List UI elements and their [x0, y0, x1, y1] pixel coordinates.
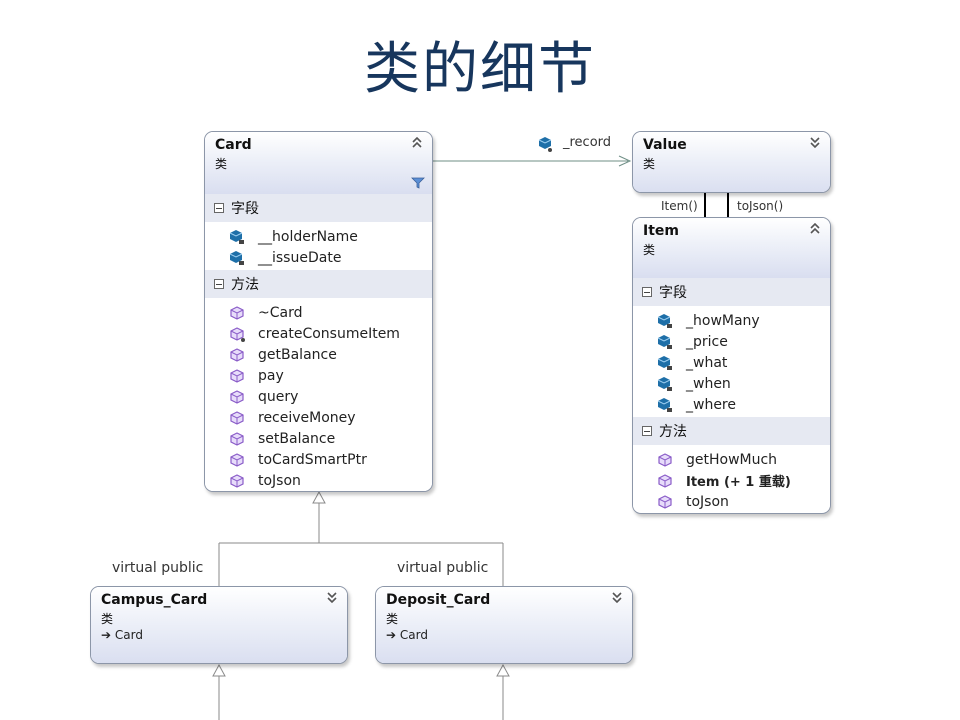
virtual-public-label-right: virtual public	[397, 560, 489, 576]
base-class: ➔ Card	[386, 628, 428, 642]
association-arrowhead	[618, 155, 632, 167]
method-icon	[658, 473, 672, 488]
collapse-chevron-icon[interactable]	[809, 222, 821, 236]
item-call-label: Item()	[661, 199, 698, 213]
section-label: 方法	[659, 424, 687, 440]
method-tocardsmartptr[interactable]: toCardSmartPtr	[205, 449, 432, 470]
field-lock-icon	[657, 313, 672, 328]
field-when[interactable]: _when	[633, 373, 830, 394]
method-icon	[230, 431, 244, 446]
item-class-body: 字段 _howMany _price _what _when _where 方法…	[633, 278, 830, 512]
method-icon	[230, 326, 245, 342]
card-class-box[interactable]: Card 类 字段 __holderName __issueDate 方法	[204, 131, 433, 492]
collapse-section-icon[interactable]	[642, 426, 652, 436]
method-getbalance[interactable]: getBalance	[205, 344, 432, 365]
method-item-constructor[interactable]: Item (+ 1 重载)	[633, 470, 830, 491]
method-tojson[interactable]: toJson	[633, 491, 830, 512]
method-icon	[230, 389, 244, 404]
filter-icon[interactable]	[411, 175, 425, 194]
class-kind: 类	[386, 612, 399, 626]
collapse-section-icon[interactable]	[214, 279, 224, 289]
record-field-icon	[538, 137, 552, 152]
class-kind: 类	[101, 612, 114, 626]
fields-section-header[interactable]: 字段	[633, 278, 830, 306]
method-gethowmuch[interactable]: getHowMuch	[633, 449, 830, 470]
section-label: 字段	[659, 285, 687, 301]
record-label: _record	[563, 135, 612, 150]
inheritance-arrow-icon	[496, 663, 510, 677]
deposit-card-class-header[interactable]: Deposit_Card 类 ➔ Card	[376, 587, 632, 663]
field-howmany[interactable]: _howMany	[633, 310, 830, 331]
class-kind: 类	[215, 157, 228, 171]
item-class-box[interactable]: Item 类 字段 _howMany _price _what _when _w…	[632, 217, 831, 514]
inherits-arrow-icon: ➔	[386, 628, 400, 642]
deposit-card-class-box[interactable]: Deposit_Card 类 ➔ Card	[375, 586, 633, 664]
method-destructor[interactable]: ~Card	[205, 302, 432, 323]
expand-chevron-icon[interactable]	[611, 592, 623, 605]
tojson-call-label: toJson()	[737, 199, 784, 213]
method-setbalance[interactable]: setBalance	[205, 428, 432, 449]
method-tojson[interactable]: toJson	[205, 470, 432, 491]
field-where[interactable]: _where	[633, 394, 830, 415]
field-lock-icon	[229, 229, 244, 244]
field-lock-icon	[657, 334, 672, 349]
method-icon	[230, 305, 244, 320]
class-kind: 类	[643, 157, 656, 171]
method-pay[interactable]: pay	[205, 365, 432, 386]
collapse-section-icon[interactable]	[642, 287, 652, 297]
method-icon	[230, 452, 244, 467]
inheritance-arrow-icon	[312, 490, 326, 504]
field-price[interactable]: _price	[633, 331, 830, 352]
method-query[interactable]: query	[205, 386, 432, 407]
class-name: Campus_Card	[101, 592, 208, 608]
campus-card-class-header[interactable]: Campus_Card 类 ➔ Card	[91, 587, 347, 663]
class-name: Deposit_Card	[386, 592, 491, 608]
section-label: 方法	[231, 277, 259, 293]
class-name: Value	[643, 137, 687, 153]
fields-section-header[interactable]: 字段	[205, 194, 432, 222]
card-class-body: 字段 __holderName __issueDate 方法 ~Card cre…	[205, 194, 432, 491]
field-lock-icon	[657, 397, 672, 412]
field-issuedate[interactable]: __issueDate	[205, 247, 432, 268]
inheritance-arrow-icon	[212, 663, 226, 677]
virtual-public-label-left: virtual public	[112, 560, 204, 576]
methods-section-header[interactable]: 方法	[633, 417, 830, 445]
method-icon	[230, 347, 244, 362]
campus-card-class-box[interactable]: Campus_Card 类 ➔ Card	[90, 586, 348, 664]
base-class: ➔ Card	[101, 628, 143, 642]
class-name: Card	[215, 137, 252, 153]
collapse-chevron-icon[interactable]	[411, 136, 423, 150]
methods-section-header[interactable]: 方法	[205, 270, 432, 298]
method-icon	[230, 368, 244, 383]
field-what[interactable]: _what	[633, 352, 830, 373]
class-name: Item	[643, 223, 679, 239]
value-class-box[interactable]: Value 类	[632, 131, 831, 193]
expand-chevron-icon[interactable]	[326, 592, 338, 605]
method-icon	[230, 473, 244, 488]
inherits-arrow-icon: ➔	[101, 628, 115, 642]
method-icon	[658, 494, 672, 509]
method-createconsumeitem[interactable]: createConsumeItem	[205, 323, 432, 344]
field-lock-icon	[657, 355, 672, 370]
slide-title: 类的细节	[364, 37, 596, 102]
field-holdername[interactable]: __holderName	[205, 226, 432, 247]
method-icon	[658, 452, 672, 467]
expand-chevron-icon[interactable]	[809, 137, 821, 150]
collapse-section-icon[interactable]	[214, 203, 224, 213]
field-lock-icon	[229, 250, 244, 265]
card-class-header[interactable]: Card 类	[205, 132, 432, 194]
field-lock-icon	[657, 376, 672, 391]
method-icon	[230, 410, 244, 425]
method-receivemoney[interactable]: receiveMoney	[205, 407, 432, 428]
class-kind: 类	[643, 243, 656, 257]
item-class-header[interactable]: Item 类	[633, 218, 830, 278]
section-label: 字段	[231, 201, 259, 217]
value-class-header[interactable]: Value 类	[633, 132, 830, 192]
